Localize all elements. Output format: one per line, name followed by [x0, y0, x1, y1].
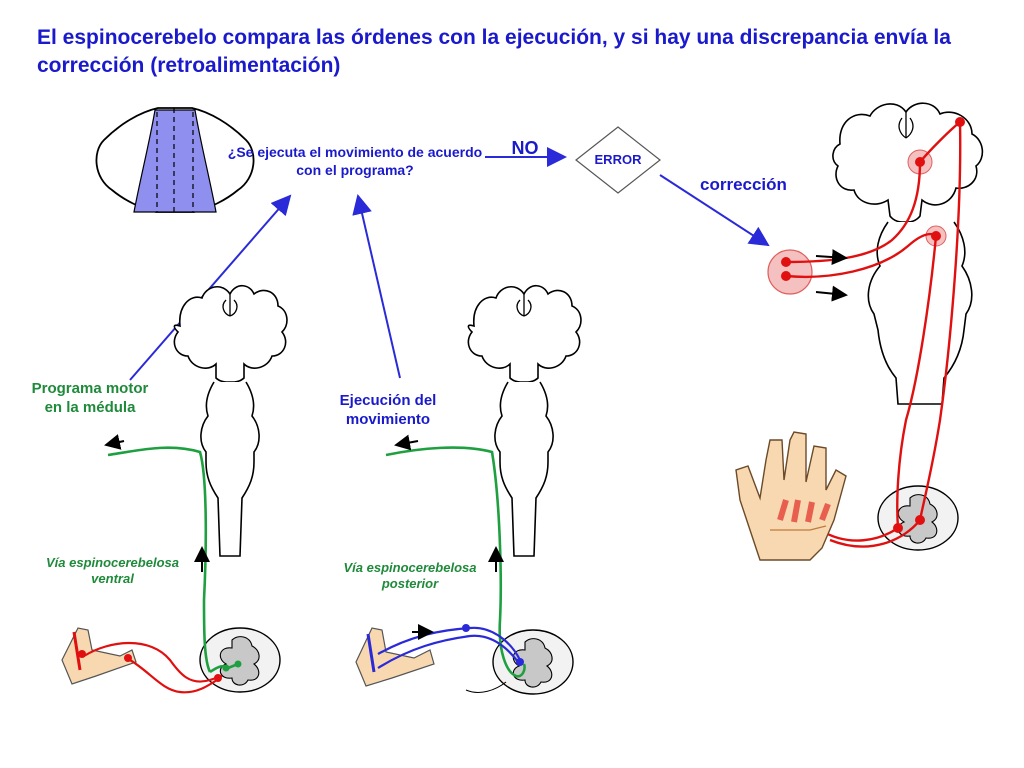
comparison-question: ¿Se ejecuta el movimiento de acuerdo con…: [227, 144, 483, 178]
correction-path-1: [785, 161, 922, 264]
brainstem-middle: [467, 284, 582, 557]
nuclei-highlight: [767, 249, 813, 295]
execution-label: Ejecución del movimiento: [339, 392, 437, 428]
ventral-tract-label: Vía espinocerebelosa ventral: [46, 555, 179, 587]
brainstem-left: [173, 284, 288, 557]
correction-label: corrección: [700, 175, 787, 194]
execution-arrow: [352, 194, 401, 379]
error-diamond: [575, 126, 661, 194]
afferent-left: [83, 642, 223, 683]
slide-title: El espinocerebelo compara las órdenes co…: [37, 26, 951, 77]
arm-left-icon: [61, 627, 137, 685]
cerebellum-icon: [95, 107, 255, 213]
error-label: ERROR: [594, 152, 642, 167]
ventral-tract: [107, 446, 212, 673]
motor-program-label: Programa motor en la médula: [31, 380, 149, 416]
correction-arrow: [659, 174, 770, 247]
posterior-tract-label: Vía espinocerebelosa posterior: [343, 560, 477, 592]
posterior-tract: [385, 446, 526, 678]
no-label: NO: [511, 138, 539, 158]
hand-icon: [735, 431, 847, 561]
corticospinal-path: [918, 119, 962, 521]
arm-middle-icon: [355, 627, 435, 687]
